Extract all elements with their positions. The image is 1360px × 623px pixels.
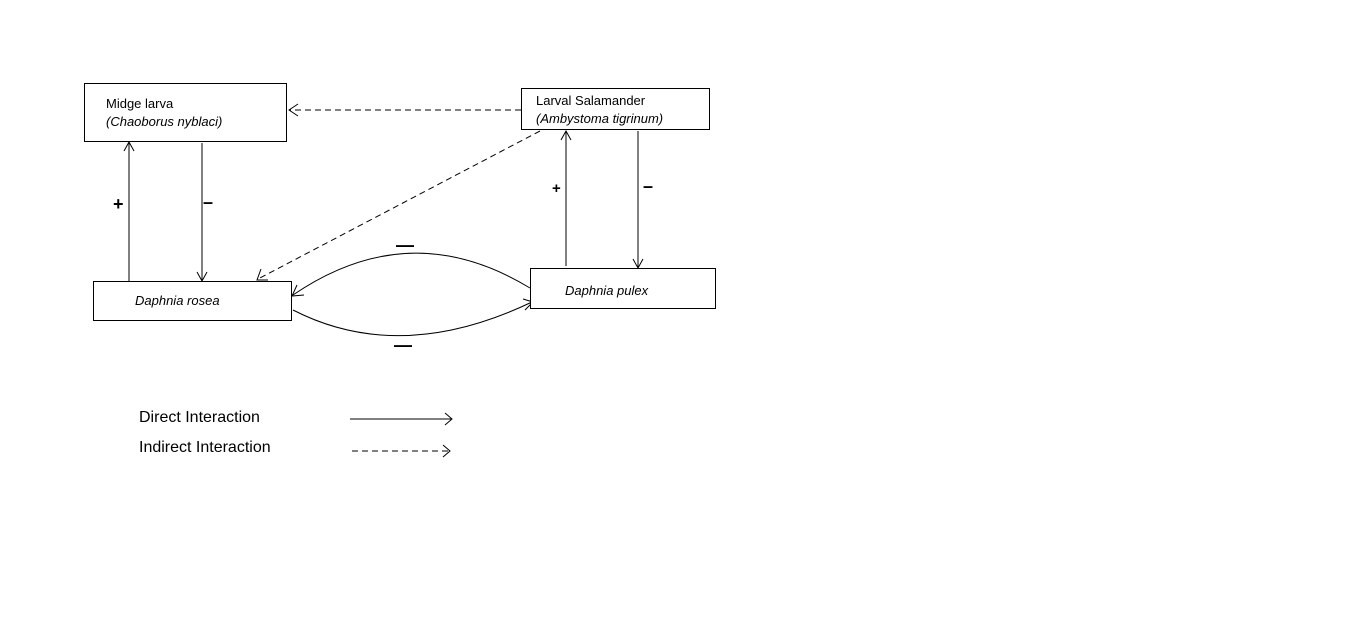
node-daphnia-rosea: Daphnia rosea [93, 281, 292, 321]
edge-pulex-to-rosea [291, 252, 531, 297]
node-midge-scientific: (Chaoborus nyblaci) [106, 114, 223, 129]
edge-salamander-to-midge [288, 103, 521, 117]
node-larval-salamander: Larval Salamander (Ambystoma tigrinum) [521, 88, 710, 130]
node-midge-larva: Midge larva (Chaoborus nyblaci) [84, 83, 287, 142]
sign-midge-to-rosea: – [203, 192, 214, 212]
edge-midge-to-rosea [196, 143, 208, 283]
sign-rosea-to-pulex: — [394, 335, 412, 355]
sign-pulex-to-salamander: + [552, 180, 561, 197]
legend-indirect-label: Indirect Interaction [139, 439, 271, 456]
node-salamander-name: Larval Salamander [536, 93, 646, 108]
node-salamander-scientific: (Ambystoma tigrinum) [536, 111, 664, 126]
node-daphnia-pulex: Daphnia pulex [530, 268, 716, 309]
sign-rosea-to-midge: + [113, 194, 124, 214]
node-rosea-scientific: Daphnia rosea [135, 293, 220, 308]
node-pulex-scientific: Daphnia pulex [565, 283, 649, 298]
edge-salamander-to-rosea [256, 130, 541, 281]
edge-salamander-to-pulex [632, 131, 644, 270]
edge-pulex-to-salamander [560, 129, 572, 266]
node-midge-name: Midge larva [106, 96, 174, 111]
edge-rosea-to-pulex [292, 298, 534, 337]
legend-indirect-line [352, 444, 451, 458]
legend-direct-line [350, 412, 453, 426]
sign-pulex-to-rosea: — [396, 235, 414, 255]
legend-direct-label: Direct Interaction [139, 409, 260, 426]
sign-salamander-to-pulex: – [643, 176, 654, 196]
edge-rosea-to-midge [123, 140, 135, 281]
